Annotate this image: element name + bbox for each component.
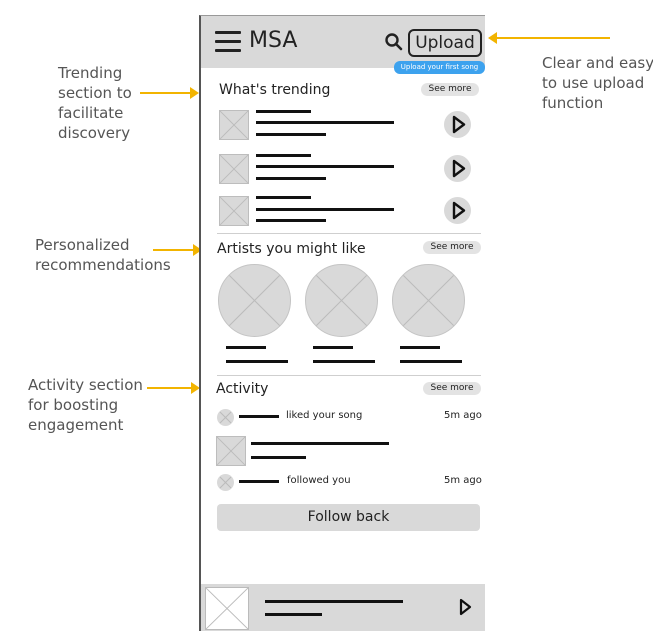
- section-divider: [217, 233, 481, 234]
- arrow-trending: [140, 87, 199, 99]
- text-placeholder-line: [256, 133, 326, 136]
- trending-title: What's trending: [219, 82, 331, 98]
- text-placeholder-line: [265, 600, 403, 603]
- text-placeholder-line: [251, 442, 389, 445]
- image-placeholder-icon: [305, 264, 378, 337]
- image-placeholder-icon: [205, 587, 249, 630]
- text-placeholder-line: [226, 346, 266, 349]
- text-placeholder-line: [256, 110, 311, 113]
- avatar: [217, 474, 234, 491]
- activity-text: followed you: [287, 475, 351, 486]
- text-placeholder-line: [239, 480, 279, 483]
- play-icon[interactable]: [455, 597, 475, 617]
- text-placeholder-line: [400, 360, 462, 363]
- annotation-personalized: Personalized recommendations: [35, 236, 171, 274]
- text-placeholder-line: [239, 415, 279, 418]
- play-icon[interactable]: [444, 197, 471, 224]
- artists-title: Artists you might like: [217, 241, 366, 257]
- follow-back-button[interactable]: Follow back: [217, 504, 480, 531]
- image-placeholder-icon: [218, 264, 291, 337]
- arrow-activity: [147, 382, 200, 394]
- artists-see-more-button[interactable]: See more: [423, 241, 481, 254]
- top-bar: MSA Upload: [201, 16, 485, 68]
- arrow-upload: [488, 32, 610, 44]
- activity-time: 5m ago: [444, 475, 482, 486]
- image-placeholder-icon: [219, 196, 249, 226]
- text-placeholder-line: [256, 219, 326, 222]
- text-placeholder-line: [313, 360, 375, 363]
- text-placeholder-line: [251, 456, 306, 459]
- mini-player[interactable]: [201, 584, 485, 631]
- upload-tooltip: Upload your first song: [394, 61, 485, 74]
- text-placeholder-line: [265, 613, 322, 616]
- annotation-activity: Activity section for boosting engagement: [28, 376, 143, 434]
- activity-text: liked your song: [286, 410, 363, 421]
- image-placeholder-icon: [219, 110, 249, 140]
- text-placeholder-line: [256, 121, 394, 124]
- upload-button[interactable]: Upload: [408, 29, 482, 57]
- text-placeholder-line: [256, 165, 394, 168]
- annotation-upload: Clear and easy to use upload function: [542, 54, 653, 112]
- play-icon[interactable]: [444, 155, 471, 182]
- annotation-trending: Trending section to facilitate discovery: [58, 64, 132, 142]
- activity-title: Activity: [216, 381, 269, 397]
- text-placeholder-line: [256, 154, 311, 157]
- app-title: MSA: [249, 28, 298, 53]
- trending-see-more-button[interactable]: See more: [421, 83, 479, 96]
- image-placeholder-icon: [392, 264, 465, 337]
- text-placeholder-line: [226, 360, 288, 363]
- activity-time: 5m ago: [444, 410, 482, 421]
- text-placeholder-line: [400, 346, 440, 349]
- arrow-personalized: [153, 244, 202, 256]
- play-icon[interactable]: [444, 111, 471, 138]
- phone-screen: MSA Upload Upload your first song What's…: [199, 15, 485, 631]
- text-placeholder-line: [256, 177, 326, 180]
- text-placeholder-line: [256, 208, 394, 211]
- section-divider: [217, 375, 481, 376]
- search-icon[interactable]: [384, 32, 404, 52]
- hamburger-icon[interactable]: [215, 31, 241, 53]
- image-placeholder-icon: [219, 154, 249, 184]
- avatar: [217, 409, 234, 426]
- text-placeholder-line: [256, 196, 311, 199]
- image-placeholder-icon: [216, 436, 246, 466]
- text-placeholder-line: [313, 346, 353, 349]
- activity-see-more-button[interactable]: See more: [423, 382, 481, 395]
